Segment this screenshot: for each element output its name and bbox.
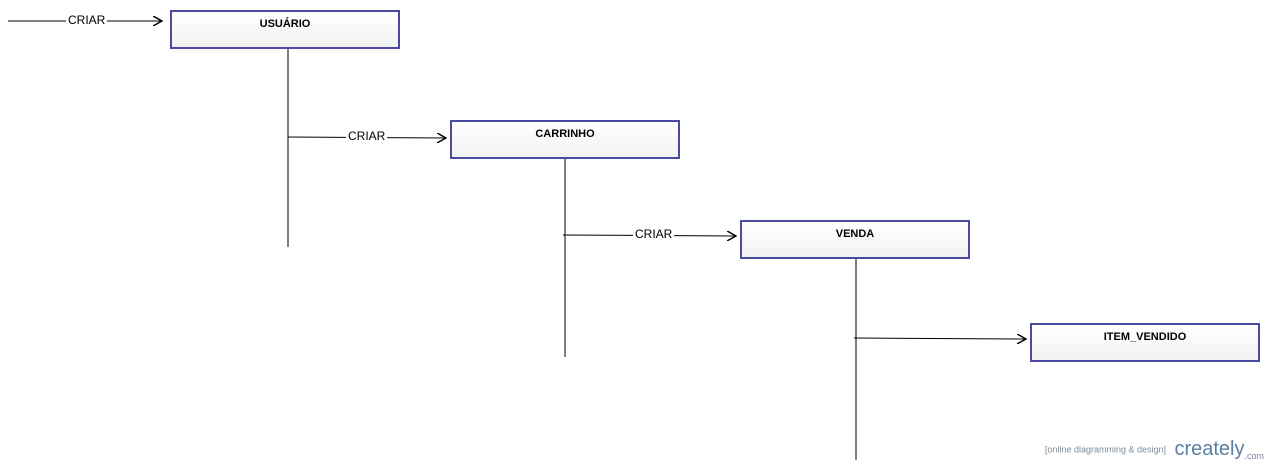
entity-item-vendido-label: ITEM_VENDIDO xyxy=(1103,331,1187,343)
entity-carrinho[interactable]: CARRINHO xyxy=(450,120,680,159)
label-criar-usuario: CRIAR xyxy=(66,13,108,27)
entity-item-vendido[interactable]: ITEM_VENDIDO xyxy=(1030,323,1260,362)
entity-usuario-label: USUÁRIO xyxy=(259,18,311,30)
entity-venda-label: VENDA xyxy=(835,228,875,240)
connector-venda-item xyxy=(853,338,1026,339)
label-criar-venda: CRIAR xyxy=(633,227,675,241)
watermark-brand: creately xyxy=(1174,438,1245,460)
entity-venda[interactable]: VENDA xyxy=(740,220,970,259)
entity-usuario[interactable]: USUÁRIO xyxy=(170,10,400,49)
entity-carrinho-label: CARRINHO xyxy=(535,128,595,140)
creately-watermark: [online diagramming & design] creately.c… xyxy=(1045,438,1264,461)
watermark-tagline: [online diagramming & design] xyxy=(1044,444,1166,455)
label-criar-carrinho: CRIAR xyxy=(346,129,388,143)
watermark-suffix: .com xyxy=(1244,451,1264,461)
